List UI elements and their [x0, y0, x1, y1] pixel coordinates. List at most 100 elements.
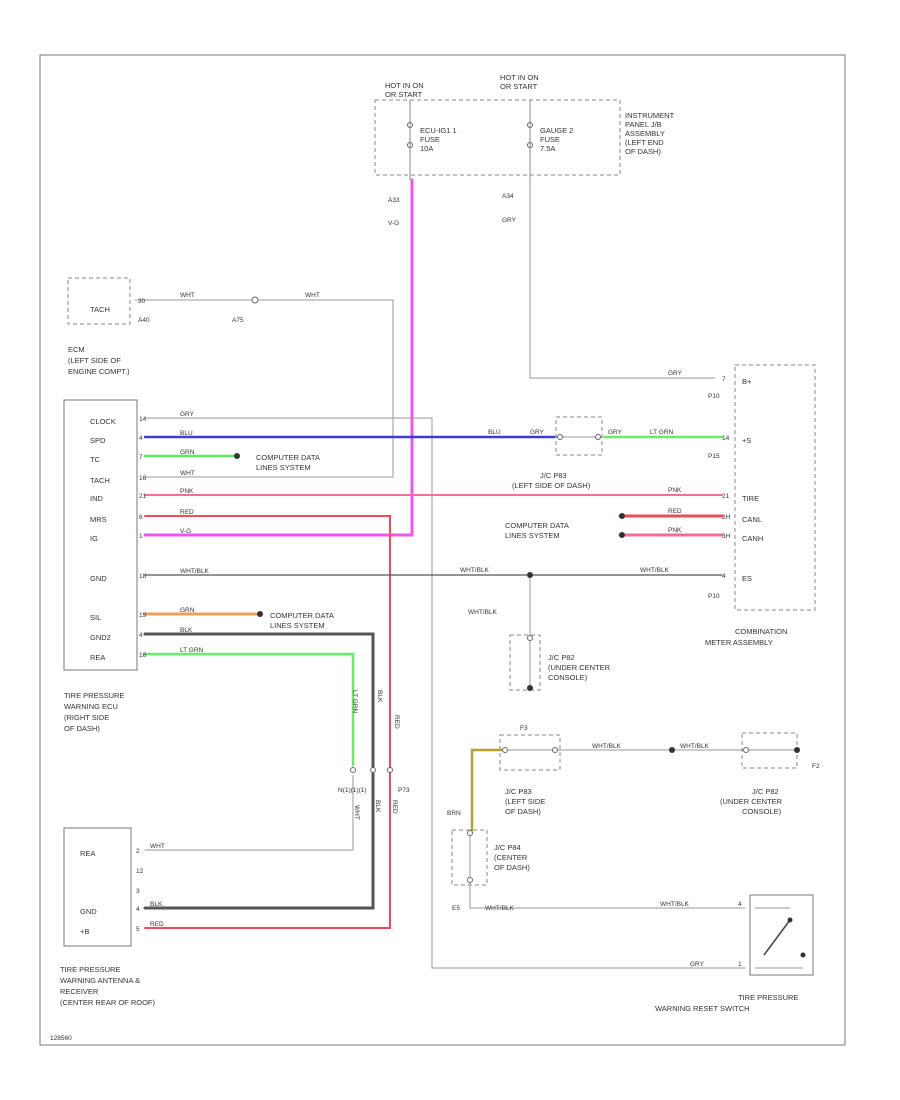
- reset-pin2: 4: [738, 901, 742, 908]
- jc5-outline: [451, 829, 488, 886]
- ecu-pin-num: 4: [139, 632, 143, 639]
- ecu-pin-num: 18: [139, 573, 147, 580]
- meter-outline: [734, 364, 816, 611]
- meter-wire-gry: GRY: [668, 370, 683, 377]
- rcv-wire-red: RED: [150, 921, 164, 928]
- rcv-wire-wht: WHT: [150, 843, 165, 850]
- wire-rea-wht: [144, 774, 354, 851]
- jc5-wire: BRN: [447, 810, 461, 817]
- jc1-desc: J/C P83(LEFT SIDE OF DASH): [512, 471, 591, 490]
- ecu-wire-label: V-G: [180, 528, 191, 535]
- ecu-pin-num: 1: [139, 533, 143, 540]
- jc1-wire-out2: LT GRN: [650, 429, 674, 436]
- ecu-pin-spd: SPD: [90, 436, 106, 445]
- jc3-outline: [499, 734, 561, 771]
- splice-wire-5: BLK: [374, 800, 381, 813]
- ecu-pin-ind: IND: [90, 494, 104, 503]
- receiver-outline: [63, 827, 132, 947]
- ecm-wire: WHT: [180, 292, 195, 299]
- receiver-pin-gnd: GND: [80, 907, 97, 916]
- ecu-wire-label: LT GRN: [180, 647, 204, 654]
- reset-outline: [749, 894, 814, 976]
- ecu-pin-mrs: MRS: [90, 515, 107, 524]
- reset-wire-in: WHT/BLK: [485, 905, 515, 912]
- ecu-pin-num: 6: [139, 514, 143, 521]
- jc1-wire-out: GRY: [608, 429, 623, 436]
- ecm-outline: [67, 277, 131, 325]
- gnd-junction: WHT/BLK WHT/BLK: [460, 567, 533, 616]
- jb-outline: [374, 99, 621, 176]
- reset-pin3: 1: [738, 961, 742, 968]
- meter-wire-pnk: PNK: [668, 487, 682, 494]
- reset-wire1: WHT/BLK: [660, 901, 690, 908]
- jc-p83-upper: BLU GRY GRY LT GRN J/C P83(LEFT SIDE OF …: [488, 416, 674, 490]
- ecu-wire-label: WHT/BLK: [180, 568, 210, 575]
- receiver-pin-num: 3: [136, 888, 140, 895]
- jc3-conn: F3: [520, 725, 528, 732]
- receiver-pin-num: 12: [136, 868, 144, 875]
- meter-wire-gnd: WHT/BLK: [640, 567, 670, 574]
- ecu-wire-label: GRN: [180, 449, 195, 456]
- wire-brn: [470, 748, 504, 832]
- gnd-drop-lbl: WHT/BLK: [468, 609, 498, 616]
- ecu-wire-label: GRN: [180, 607, 195, 614]
- meter-pin-num: 2H: [722, 514, 731, 521]
- wire-rea: [143, 652, 355, 767]
- ecu-wire-label: RED: [180, 509, 194, 516]
- ecm-wire-b: WHT: [305, 292, 320, 299]
- jc1-wire-in: BLU: [488, 429, 501, 436]
- ecu-wire-label: WHT: [180, 470, 195, 477]
- receiver-pin-num: 4: [136, 906, 140, 913]
- ecu-pin-gnd2: GND2: [90, 633, 111, 642]
- wire-ecm-tach: [134, 299, 394, 478]
- ecu-pin-gnd: GND: [90, 574, 107, 583]
- splice-wire-2: BLK: [376, 690, 383, 703]
- meter-pin-num: 21: [722, 493, 730, 500]
- ecu-pin-num: 19: [139, 612, 147, 619]
- meter-pin-canh: CANH: [742, 534, 763, 543]
- receiver-pin-num: 2: [136, 848, 140, 855]
- wires: [134, 178, 799, 969]
- receiver-pin-rea: REA: [80, 849, 95, 858]
- ecm-pin-num: 30: [138, 298, 146, 305]
- meter-pin-canl: CANL: [742, 515, 762, 524]
- ecu-pin-tc: TC: [90, 455, 101, 464]
- ecm: TACH 30 A40 WHT A75 WHT ECM(LEFT SIDE OF…: [67, 277, 320, 376]
- meter-pin-num: 3H: [722, 533, 731, 540]
- diagram-frame: [39, 54, 846, 1046]
- receiver-pin-b: +B: [80, 927, 89, 936]
- reset-wire2: GRY: [690, 961, 705, 968]
- ecu-outline: [63, 399, 138, 671]
- jc1-wire-in2: GRY: [530, 429, 545, 436]
- meter-pin-num: 14: [722, 435, 730, 442]
- splice-wire-4: WHT: [353, 805, 360, 820]
- splice-wire-1: LT GRN: [351, 690, 358, 714]
- wire-reset-gnd: [469, 829, 746, 909]
- ecu-wire-label: PNK: [180, 488, 194, 495]
- footer-code: 128560: [50, 1035, 72, 1042]
- ecu-pin-num: 14: [139, 416, 147, 423]
- gnd-wire-lbl: WHT/BLK: [460, 567, 490, 574]
- splice-conn: P73: [398, 787, 410, 794]
- meter-pin-tire: TIRE: [742, 494, 759, 503]
- jc1-outline: [555, 416, 603, 456]
